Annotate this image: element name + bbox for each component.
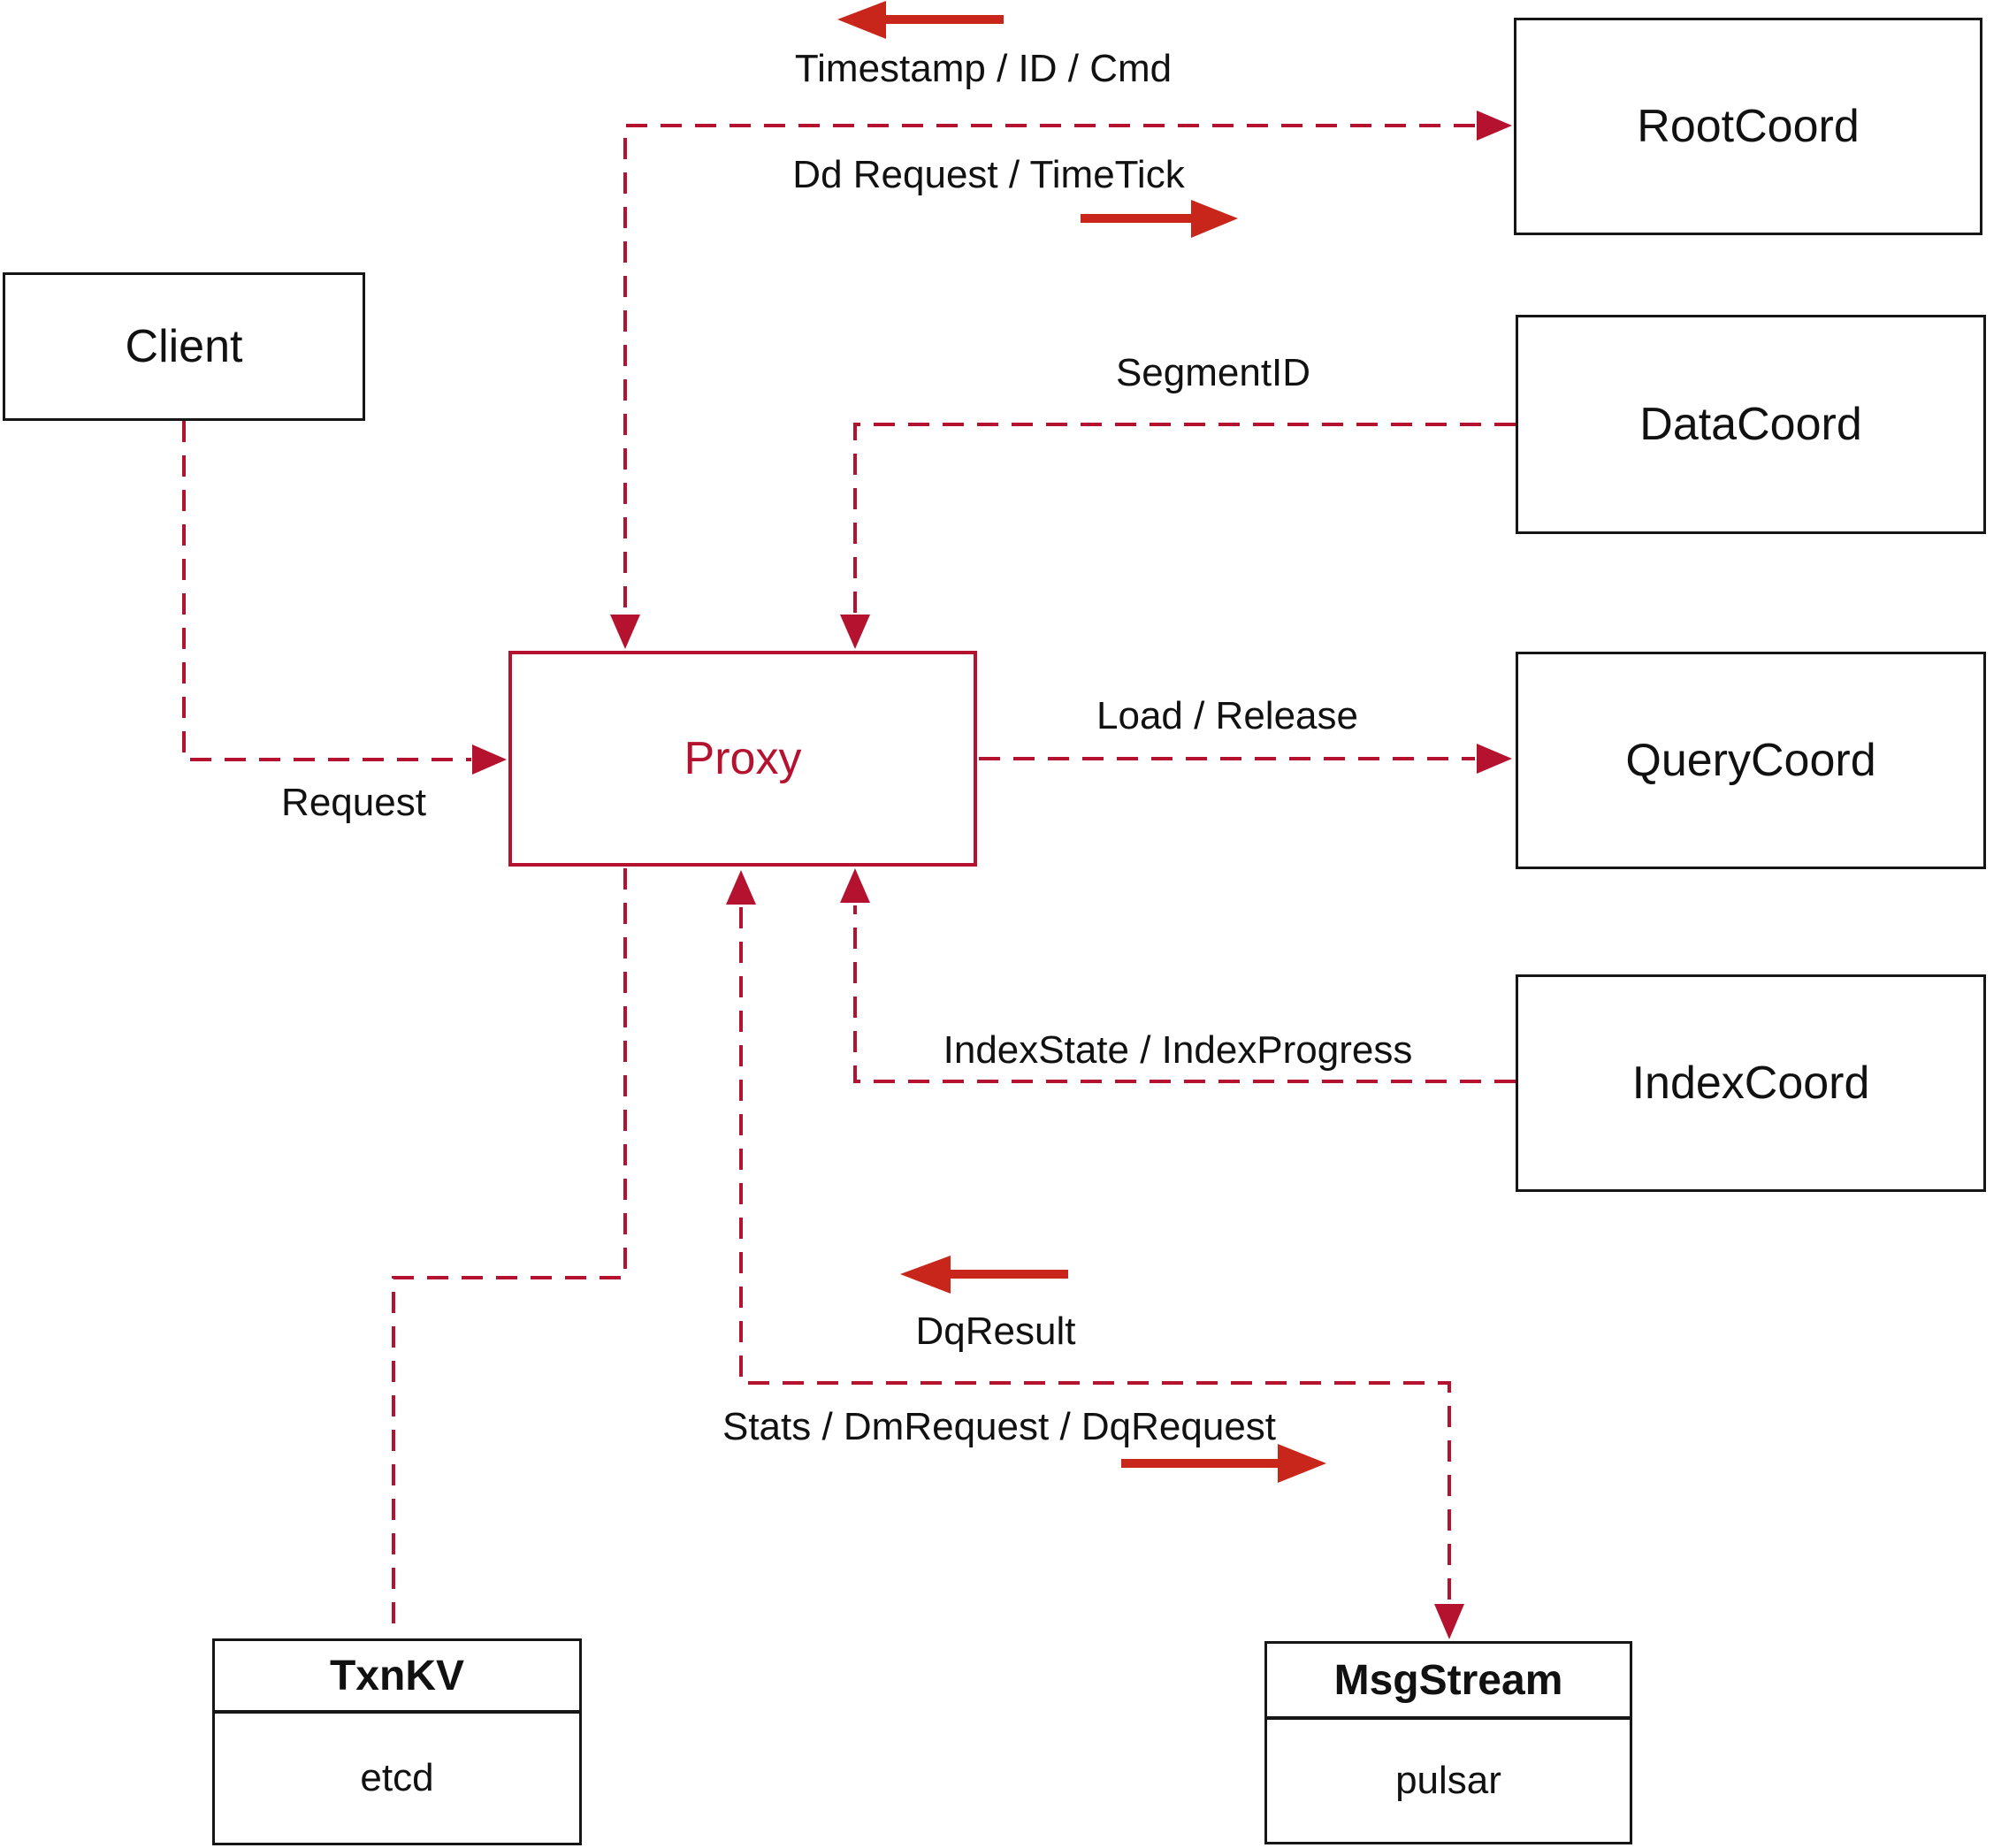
arrowhead-into-proxy-bottom-right [840, 868, 870, 903]
node-querycoord: QueryCoord [1516, 652, 1986, 869]
edge-label-index-state-progress: IndexState / IndexProgress [943, 1028, 1413, 1072]
node-msgstream-title: MsgStream [1267, 1644, 1630, 1720]
node-rootcoord: RootCoord [1514, 18, 1982, 235]
arrow-dqresult-direction-icon [900, 1256, 1068, 1294]
connector-indexcoord-proxy [853, 905, 1516, 1083]
edge-label-request: Request [281, 781, 426, 824]
node-txnkv: TxnKV etcd [212, 1638, 582, 1845]
arrowhead-into-proxy-bottom-middle [726, 870, 756, 905]
arrowhead-into-rootcoord [1477, 111, 1512, 141]
arrowhead-into-querycoord [1477, 744, 1512, 774]
edge-label-dd-request-timetick: Dd Request / TimeTick [792, 153, 1185, 196]
connector-client-proxy [182, 421, 471, 761]
edge-label-load-release: Load / Release [1096, 694, 1358, 737]
node-rootcoord-label: RootCoord [1637, 101, 1860, 152]
edge-label-dq-result: DqResult [915, 1310, 1076, 1353]
connector-proxy-txnkv [392, 868, 627, 1637]
arrowhead-into-proxy-top-right [840, 615, 870, 649]
connector-proxy-rootcoord [623, 124, 1475, 615]
arrowhead-into-proxy-top-left [610, 615, 640, 649]
connector-datacoord-proxy [853, 423, 1516, 615]
edge-label-timestamp-id-cmd: Timestamp / ID / Cmd [794, 47, 1173, 90]
node-datacoord: DataCoord [1516, 315, 1986, 534]
node-datacoord-label: DataCoord [1639, 399, 1862, 450]
node-msgstream-impl: pulsar [1395, 1759, 1501, 1802]
node-txnkv-title: TxnKV [215, 1641, 579, 1714]
arrowhead-into-proxy-left [472, 745, 507, 775]
arrow-ddrequest-direction-icon [1081, 200, 1238, 238]
arrow-stats-direction-icon [1121, 1444, 1326, 1483]
node-querycoord-label: QueryCoord [1625, 735, 1876, 786]
node-indexcoord-label: IndexCoord [1631, 1058, 1870, 1109]
edge-label-segment-id: SegmentID [1115, 351, 1311, 394]
node-proxy: Proxy [508, 651, 977, 867]
arrow-timestamp-direction-icon [837, 1, 1004, 39]
connector-proxy-msgstream [739, 907, 1451, 1600]
edge-label-stats-dm-dq: Stats / DmRequest / DqRequest [722, 1405, 1277, 1448]
arrowhead-into-msgstream [1434, 1604, 1464, 1639]
node-proxy-label: Proxy [684, 733, 802, 784]
node-client-label: Client [125, 321, 243, 372]
node-txnkv-impl: etcd [360, 1756, 434, 1799]
node-msgstream: MsgStream pulsar [1264, 1641, 1632, 1844]
node-client: Client [3, 272, 365, 421]
node-indexcoord: IndexCoord [1516, 974, 1986, 1192]
